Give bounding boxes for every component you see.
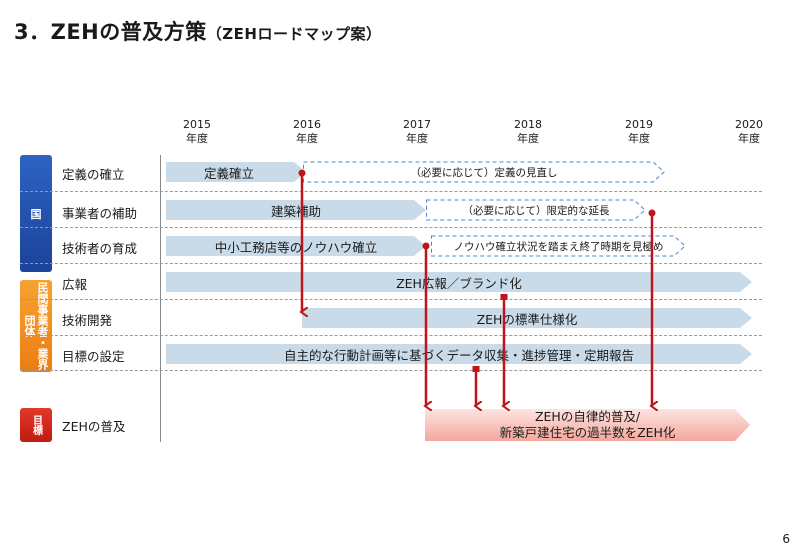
- bar-goal: ZEHの自律的普及/ 新築戸建住宅の過半数をZEH化: [425, 408, 750, 442]
- bar-pr: ZEH広報／ブランド化: [166, 270, 752, 294]
- row-label-target: 目標の設定: [62, 349, 125, 364]
- bar-tech: ZEHの標準仕様化: [302, 306, 752, 330]
- goal-label: ZEHの自律的普及/ 新築戸建住宅の過半数をZEH化: [499, 409, 676, 440]
- bar-target: 自主的な行動計画等に基づくデータ収集・進捗管理・定期報告: [166, 342, 752, 366]
- title-sub: （ZEHロードマップ案）: [206, 25, 382, 43]
- row-divider: [20, 191, 762, 192]
- row-label-definition: 定義の確立: [62, 167, 125, 182]
- bar-subsidy-extension: （必要に応じて）限定的な延長: [426, 198, 646, 222]
- row-label-zeh: ZEHの普及: [62, 419, 126, 434]
- bar-definition-review: （必要に応じて）定義の見直し: [303, 160, 665, 184]
- row-divider: [20, 263, 762, 264]
- bar-label: 定義確立: [204, 165, 255, 181]
- group-goal: 目標: [20, 408, 52, 442]
- bar-label: 自主的な行動計画等に基づくデータ収集・進捗管理・定期報告: [283, 347, 634, 363]
- row-label-tech: 技術開発: [62, 313, 113, 328]
- grid-vertical-line: [160, 155, 161, 442]
- title-main: 3．ZEHの普及方策: [14, 20, 207, 44]
- row-label-pr: 広報: [62, 277, 88, 292]
- page-title: 3．ZEHの普及方策（ZEHロードマップ案）: [14, 16, 381, 46]
- bar-training: 中小工務店等のノウハウ確立: [166, 234, 426, 258]
- bar-label: ZEHの標準仕様化: [476, 311, 578, 327]
- bar-definition: 定義確立: [166, 160, 306, 184]
- page-number: 6: [782, 532, 790, 546]
- row-divider: [20, 335, 762, 336]
- group-private: 民間事業者・業界団体: [20, 280, 52, 372]
- row-divider: [20, 299, 762, 300]
- group-national: 国: [20, 155, 52, 272]
- bar-label: ZEH広報／ブランド化: [396, 275, 522, 291]
- row-label-training: 技術者の育成: [62, 241, 138, 256]
- bar-label: ノウハウ確立状況を踏まえ終了時期を見極め: [453, 240, 664, 253]
- bar-label: （必要に応じて）限定的な延長: [462, 204, 610, 217]
- bar-training-end: ノウハウ確立状況を踏まえ終了時期を見極め: [431, 234, 686, 258]
- bar-label: （必要に応じて）定義の見直し: [410, 166, 558, 179]
- row-divider: [20, 370, 762, 371]
- row-divider: [20, 227, 762, 228]
- bar-label: 中小工務店等のノウハウ確立: [214, 239, 378, 255]
- bar-label: 建築補助: [270, 203, 321, 219]
- bar-subsidy: 建築補助: [166, 198, 426, 222]
- row-label-subsidy: 事業者の補助: [62, 206, 138, 221]
